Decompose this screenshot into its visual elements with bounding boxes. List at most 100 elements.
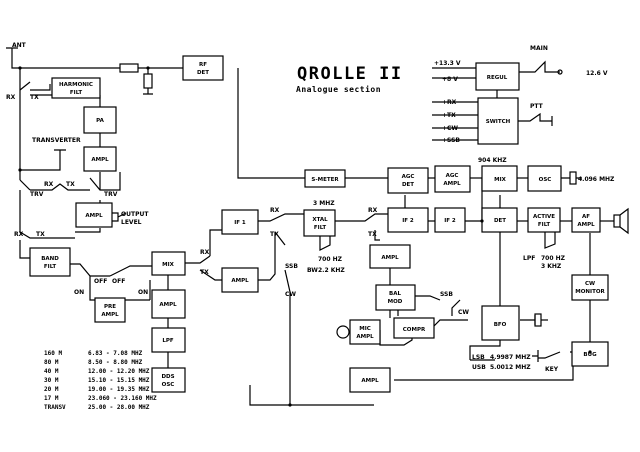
mic-ampl-block: MIC AMPL xyxy=(349,319,381,345)
svg-text:4.9987 MHZ: 4.9987 MHZ xyxy=(490,354,531,361)
ampl-if-block: AMPL xyxy=(221,267,259,293)
symbols xyxy=(6,47,592,407)
band-range: 12.00 - 12.20 MHZ xyxy=(88,368,150,375)
osc-block: OSC xyxy=(527,165,562,192)
antenna-icon xyxy=(6,47,18,55)
if2b-block: IF 2 xyxy=(434,207,466,233)
svg-text:TX: TX xyxy=(30,94,39,101)
svg-text:AMPL: AMPL xyxy=(101,312,119,318)
if1-block: IF 1 xyxy=(221,209,259,235)
potentiometer-icon xyxy=(112,212,127,222)
svg-text:HARMONIC: HARMONIC xyxy=(59,82,93,88)
svg-text:USB: USB xyxy=(472,364,486,371)
band-name: TRANSV xyxy=(44,404,66,411)
band-filt-block: BAND FILT xyxy=(29,247,71,277)
svg-text:BAL: BAL xyxy=(389,291,401,297)
resistor-ant xyxy=(119,63,139,73)
svg-text:FILT: FILT xyxy=(314,225,326,231)
svg-text:MIX: MIX xyxy=(494,177,507,183)
svg-text:SWITCH: SWITCH xyxy=(486,119,511,125)
pa-block: PA xyxy=(83,106,117,134)
switch-block: SWITCH xyxy=(477,97,519,145)
svg-text:TX: TX xyxy=(200,269,209,276)
det-block: DET xyxy=(481,207,518,233)
diagram-title: QROLLE II xyxy=(297,64,403,84)
svg-text:LPF: LPF xyxy=(523,255,535,262)
svg-text:PRE: PRE xyxy=(104,304,116,310)
svg-text:TX: TX xyxy=(66,181,75,188)
smeter-block: S-METER xyxy=(304,169,346,188)
svg-text:BFO: BFO xyxy=(494,322,507,328)
ampl-out-block: AMPL xyxy=(75,202,113,228)
svg-text:MIX: MIX xyxy=(162,262,175,268)
band-range: 23.060 - 23.160 MHZ xyxy=(88,395,157,402)
svg-text:BW: BW xyxy=(307,267,318,274)
svg-text:904 KHZ: 904 KHZ xyxy=(478,157,507,164)
svg-text:AMPL: AMPL xyxy=(577,222,595,228)
svg-text:COMPR: COMPR xyxy=(403,327,426,333)
mix1-block: MIX xyxy=(151,251,186,276)
svg-text:ON: ON xyxy=(74,289,84,296)
svg-text:CW: CW xyxy=(458,309,469,316)
svg-text:MIC: MIC xyxy=(359,326,371,332)
svg-text:LPF: LPF xyxy=(162,338,174,344)
svg-text:TRV: TRV xyxy=(104,191,118,198)
svg-text:AMPL: AMPL xyxy=(381,255,399,261)
svg-text:AMPL: AMPL xyxy=(356,334,374,340)
svg-text:REGUL: REGUL xyxy=(487,75,508,81)
svg-text:3 KHZ: 3 KHZ xyxy=(541,263,562,270)
if2a-block: IF 2 xyxy=(387,207,429,233)
band-name: 160 M xyxy=(44,350,62,357)
transverter-connector-icon xyxy=(54,149,66,155)
speaker-box xyxy=(613,214,621,228)
diagram-subtitle: Analogue section xyxy=(296,84,381,94)
ampl-mix-block: AMPL xyxy=(151,289,186,319)
compr-block: COMPR xyxy=(393,317,435,339)
svg-text:KEY: KEY xyxy=(545,366,559,373)
svg-text:IF 1: IF 1 xyxy=(234,220,246,226)
band-name: 80 M xyxy=(44,359,59,366)
svg-text:TRANSVERTER: TRANSVERTER xyxy=(32,137,81,144)
svg-text:RF: RF xyxy=(199,62,207,68)
svg-text:+SSB: +SSB xyxy=(442,137,460,144)
svg-text:AMPL: AMPL xyxy=(85,213,103,219)
svg-text:SSB: SSB xyxy=(440,291,453,298)
svg-text:ON: ON xyxy=(138,289,148,296)
svg-text:IF 2: IF 2 xyxy=(444,218,456,224)
svg-text:AGC: AGC xyxy=(446,173,459,179)
svg-text:RX: RX xyxy=(200,249,210,256)
svg-text:MOD: MOD xyxy=(388,299,403,305)
svg-text:TX: TX xyxy=(36,231,45,238)
band-name: 20 M xyxy=(44,386,59,393)
svg-text:OFF: OFF xyxy=(112,278,125,285)
svg-text:BAND: BAND xyxy=(41,256,59,262)
lpf-block: LPF xyxy=(151,327,186,353)
svg-text:TX: TX xyxy=(368,231,377,238)
band-name: 40 M xyxy=(44,368,59,375)
ampl-rx2-block: AMPL xyxy=(369,244,411,269)
ampl-tx-block: AMPL xyxy=(83,146,117,172)
svg-text:FILT: FILT xyxy=(44,264,56,270)
svg-text:3 MHZ: 3 MHZ xyxy=(313,200,335,207)
bug-block: BUG xyxy=(571,341,609,367)
svg-text:MONITOR: MONITOR xyxy=(575,289,605,295)
svg-text:S-METER: S-METER xyxy=(311,177,339,183)
svg-text:RX: RX xyxy=(6,94,16,101)
svg-text:ACTIVE: ACTIVE xyxy=(533,214,555,220)
svg-text:AF: AF xyxy=(582,214,590,220)
key-icon xyxy=(532,350,539,362)
svg-text:700 HZ: 700 HZ xyxy=(318,256,343,263)
band-table: 160 M 6.83 - 7.08 MHZ 80 M 8.50 - 8.80 M… xyxy=(44,350,157,411)
pre-ampl-block: PRE AMPL xyxy=(94,297,126,323)
microphone-icon xyxy=(336,325,350,339)
svg-text:SSB: SSB xyxy=(285,263,298,270)
band-range: 6.83 - 7.08 MHZ xyxy=(88,350,143,357)
svg-text:DET: DET xyxy=(494,218,506,224)
svg-text:RX: RX xyxy=(270,207,280,214)
